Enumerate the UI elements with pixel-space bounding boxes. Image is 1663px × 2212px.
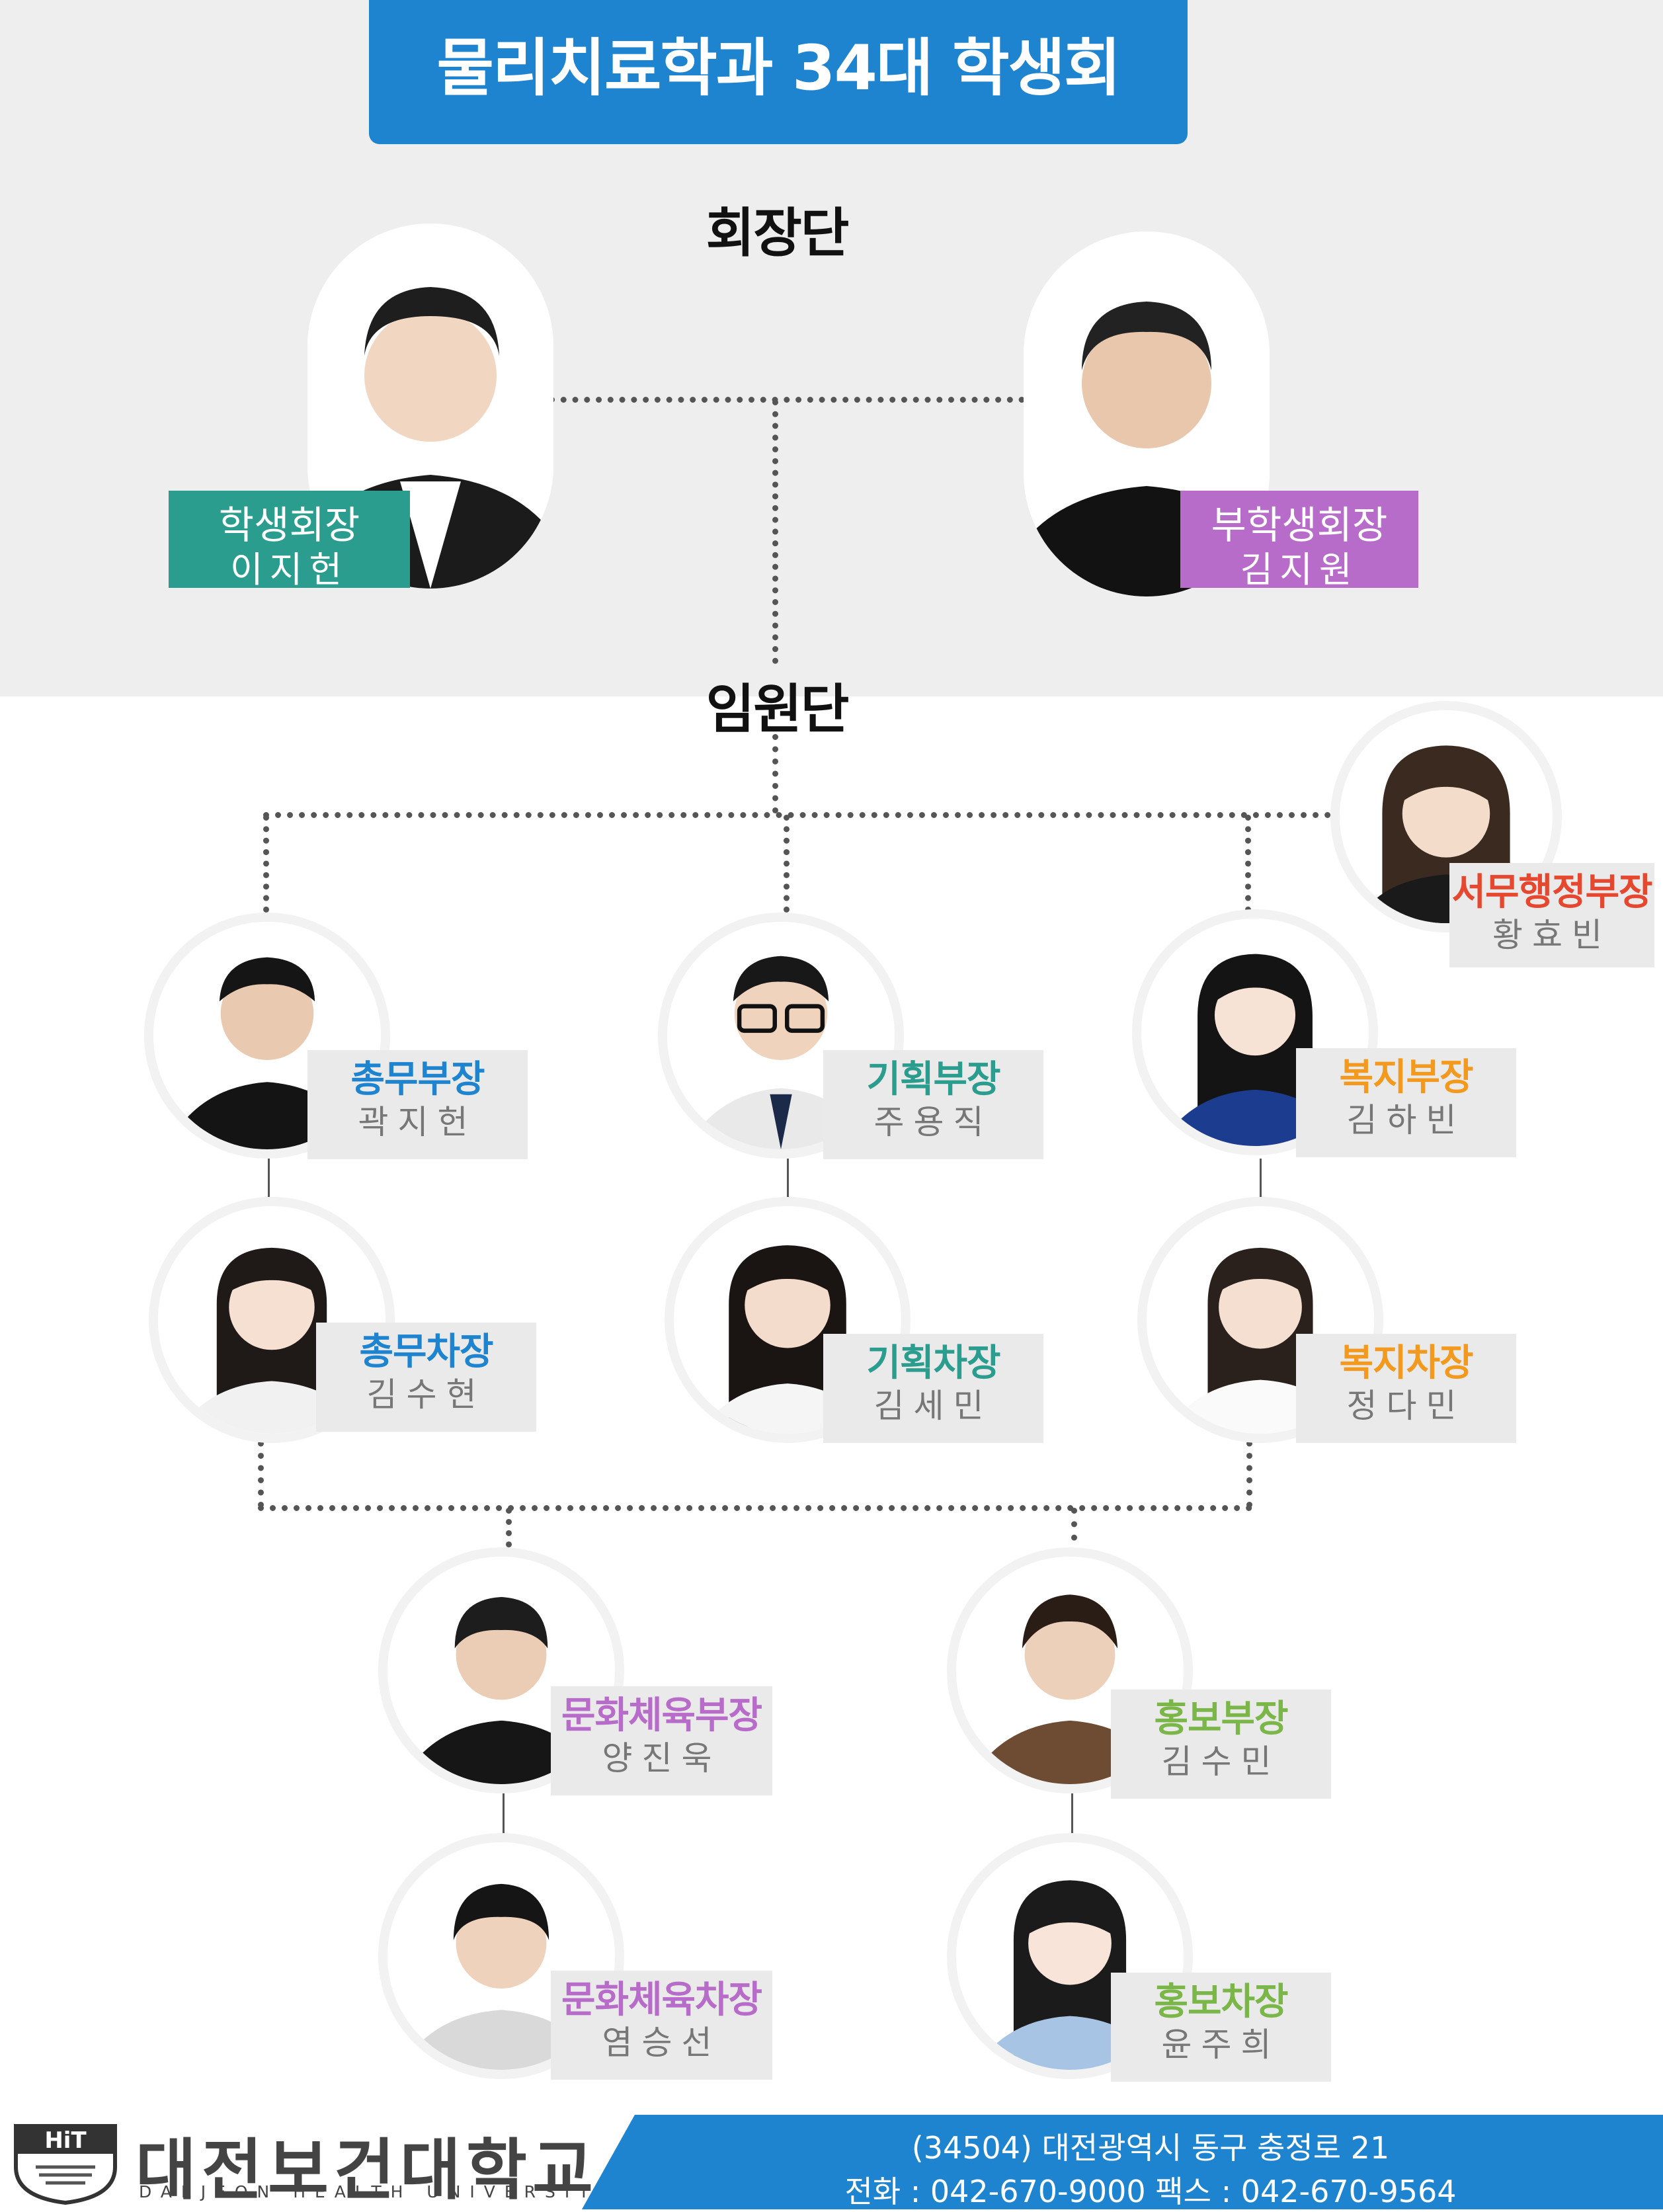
general-deputy-photo (149, 1197, 395, 1443)
welfare-deputy-name: 정다민 (1346, 1387, 1466, 1425)
general-deputy-name: 김수현 (366, 1375, 486, 1414)
logo-text: HiT (44, 2127, 87, 2154)
culture-head-label: 문화체육부장 양진욱 (551, 1686, 772, 1795)
officers-branch-line (263, 812, 1331, 818)
planning-head-name: 주용직 (873, 1103, 993, 1141)
pr-head-label: 홍보부장 김수민 (1111, 1690, 1331, 1799)
officers-heading: 임원단 (706, 678, 850, 740)
culture-branch-line (506, 1508, 512, 1547)
welfare-branch-line (1245, 815, 1251, 913)
university-name: 대전보건대학교 (136, 2131, 598, 2209)
pr-deputy-label: 홍보차장 윤주희 (1111, 1973, 1331, 2082)
culture-deputy-photo (378, 1833, 624, 2079)
planning-branch-line (784, 815, 790, 913)
officers-trunk (772, 734, 778, 813)
president-label: 학생회장 이지헌 (169, 491, 410, 591)
welfare-head-name: 김하빈 (1346, 1101, 1466, 1139)
general-sub-line (268, 1159, 270, 1197)
university-logo-icon: HiT (9, 2121, 122, 2205)
pr-head-role: 홍보부장 (1154, 1698, 1288, 1741)
welfare-sub-line (1260, 1159, 1262, 1197)
lower-branch-line (258, 1505, 1252, 1511)
culture-head-role: 문화체육부장 (561, 1694, 762, 1737)
pr-deputy-role: 홍보차장 (1154, 1981, 1288, 2024)
leadership-heading: 회장단 (706, 202, 850, 264)
culture-deputy-name: 염승선 (602, 2024, 721, 2062)
lower-right-drop (1246, 1428, 1252, 1508)
footer-band-edge (582, 2115, 635, 2209)
person-photo-icon (956, 1842, 1184, 2070)
pr-sub-line (1071, 1793, 1073, 1833)
admin-head-name: 황효빈 (1492, 916, 1611, 954)
general-head-role: 총무부장 (350, 1058, 485, 1101)
general-head-label: 총무부장 곽지헌 (307, 1050, 528, 1159)
admin-head-label: 서무행정부장 황효빈 (1449, 863, 1654, 967)
culture-head-name: 양진욱 (602, 1739, 721, 1778)
planning-deputy-photo (665, 1197, 911, 1443)
welfare-head-label: 복지부장 김하빈 (1296, 1048, 1516, 1157)
president-name: 이지헌 (229, 549, 349, 591)
general-deputy-label: 총무차장 김수현 (316, 1323, 536, 1432)
person-photo-icon (1024, 231, 1270, 596)
page-title: 물리치료학과 34대 학생회 (436, 32, 1121, 104)
culture-sub-line (503, 1793, 505, 1833)
pr-branch-line (1071, 1508, 1077, 1554)
general-head-name: 곽지헌 (358, 1103, 477, 1141)
welfare-deputy-role: 복지차장 (1339, 1342, 1473, 1385)
vice-president-name: 김지원 (1240, 549, 1359, 591)
person-photo-icon (674, 1206, 901, 1434)
person-photo-icon (387, 1842, 615, 2070)
leaders-connector (549, 397, 1025, 403)
planning-deputy-role: 기획차장 (866, 1342, 1000, 1385)
university-name-english: DAEJEON HEALTH UNIVERSITY (139, 2182, 618, 2201)
lower-left-drop (258, 1428, 264, 1508)
leaders-to-officers-connector (772, 399, 778, 664)
culture-deputy-label: 문화체육차장 염승선 (551, 1971, 772, 2080)
person-photo-icon (387, 1557, 615, 1784)
vice-president-role: 부학생회장 (1211, 503, 1388, 548)
welfare-deputy-label: 복지차장 정다민 (1296, 1334, 1516, 1443)
footer-contact: 전화 : 042-670-9000 팩스 : 042-670-9564 (844, 2174, 1457, 2209)
general-deputy-role: 총무차장 (359, 1331, 493, 1373)
culture-deputy-role: 문화체육차장 (561, 1979, 762, 2022)
general-branch-line (263, 815, 269, 913)
admin-head-photo (1330, 701, 1562, 932)
planning-head-role: 기획부장 (866, 1058, 1000, 1101)
pr-head-name: 김수민 (1161, 1742, 1281, 1781)
footer-band (635, 2115, 1663, 2209)
footer-address: (34504) 대전광역시 동구 충정로 21 (911, 2130, 1390, 2166)
person-photo-icon (158, 1206, 385, 1434)
planning-deputy-label: 기획차장 김세민 (823, 1334, 1043, 1443)
title-banner (369, 0, 1188, 144)
person-photo-icon (1141, 919, 1369, 1146)
president-role: 학생회장 (218, 503, 360, 548)
welfare-head-role: 복지부장 (1339, 1056, 1473, 1099)
welfare-head-photo (1132, 909, 1378, 1155)
planning-sub-line (787, 1159, 789, 1197)
pr-deputy-name: 윤주희 (1161, 2026, 1281, 2064)
vice-president-label: 부학생회장 김지원 (1180, 491, 1418, 591)
vice-president-photo (1024, 231, 1270, 596)
planning-deputy-name: 김세민 (873, 1387, 993, 1425)
admin-head-role: 서무행정부장 (1451, 871, 1652, 914)
planning-head-label: 기획부장 주용직 (823, 1050, 1043, 1159)
